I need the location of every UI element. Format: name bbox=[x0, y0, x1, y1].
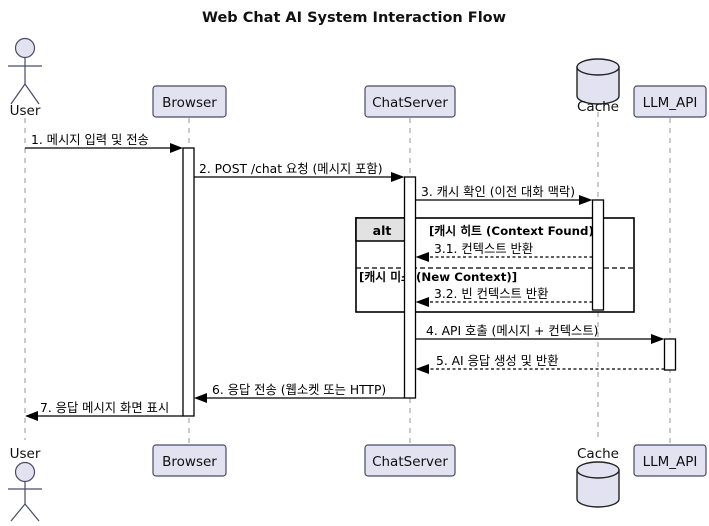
participant-label-llm-api-bottom: LLM_API bbox=[643, 454, 698, 470]
message-4-label: 4. API 호출 (메시지 + 컨텍스트) bbox=[426, 324, 598, 338]
participant-box-browser-bottom bbox=[152, 444, 227, 477]
participant-head-cache[interactable]: Cache bbox=[576, 58, 620, 115]
message-6: 6. 응답 전송 (웹소켓 또는 HTTP) bbox=[194, 382, 405, 403]
message-4: 4. API 호출 (메시지 + 컨텍스트) bbox=[415, 324, 665, 344]
message-4-arrowhead bbox=[651, 334, 665, 344]
message-3-2-label: 3.2. 빈 컨텍스트 반환 bbox=[434, 287, 548, 301]
database-body-icon bbox=[576, 66, 620, 105]
participant-head-chatserver[interactable]: ChatServer bbox=[364, 85, 456, 118]
message-3-label: 3. 캐시 확인 (이전 대화 맥락) bbox=[421, 185, 575, 199]
actor-leg-left-icon-bottom bbox=[10, 503, 26, 522]
message-3-1-arrowhead bbox=[415, 252, 429, 262]
participant-head-browser[interactable]: Browser bbox=[152, 85, 227, 118]
message-2-label: 2. POST /chat 요청 (메시지 포함) bbox=[199, 162, 383, 176]
participant-box-browser bbox=[152, 85, 227, 118]
participant-label-cache: Cache bbox=[577, 99, 619, 115]
message-3-2-arrowhead bbox=[415, 297, 429, 307]
alt-frame-outline bbox=[355, 217, 635, 313]
message-2-arrowhead bbox=[391, 172, 405, 182]
participant-label-cache-bottom: Cache bbox=[577, 446, 619, 462]
participant-label-llm-api: LLM_API bbox=[643, 95, 698, 111]
message-5-arrowhead bbox=[415, 364, 429, 374]
message-6-label: 6. 응답 전송 (웹소켓 또는 HTTP) bbox=[212, 382, 386, 397]
actor-head-icon-bottom bbox=[14, 461, 36, 483]
alt-guard-if-label: [캐시 히트 (Context Found)] bbox=[429, 224, 599, 238]
activation-chatserver bbox=[403, 176, 417, 399]
participant-foot-chatserver[interactable]: ChatServer bbox=[364, 444, 456, 477]
participant-label-user: User bbox=[10, 103, 41, 119]
message-3-1: 3.1. 컨텍스트 반환 bbox=[415, 242, 593, 262]
participant-label-chatserver-bottom: ChatServer bbox=[372, 454, 448, 470]
activation-cache bbox=[591, 199, 605, 311]
participant-box-llm-api bbox=[633, 85, 707, 118]
message-3-1-label: 3.1. 컨텍스트 반환 bbox=[434, 242, 533, 256]
actor-leg-right-icon bbox=[24, 83, 40, 105]
participant-label-browser-bottom: Browser bbox=[162, 454, 217, 470]
participant-box-llm-api-bottom bbox=[633, 444, 707, 477]
message-7: 7. 응답 메시지 화면 표시 bbox=[25, 401, 183, 421]
participant-foot-cache[interactable]: Cache bbox=[576, 446, 620, 508]
participant-label-browser: Browser bbox=[162, 95, 217, 111]
participant-foot-llm-api[interactable]: LLM_API bbox=[633, 444, 707, 477]
actor-leg-left-icon bbox=[10, 83, 26, 105]
database-top-icon-bottom bbox=[576, 461, 620, 479]
message-3-2: 3.2. 빈 컨텍스트 반환 bbox=[415, 287, 593, 307]
participant-foot-user[interactable]: User bbox=[8, 446, 42, 522]
database-top-icon bbox=[576, 58, 620, 76]
alt-operator-label: alt bbox=[373, 223, 392, 238]
participant-label-user-bottom: User bbox=[10, 446, 41, 462]
message-3-arrowhead bbox=[579, 195, 593, 205]
message-1-arrowhead bbox=[170, 143, 183, 153]
message-7-arrowhead bbox=[25, 411, 38, 421]
message-5: 5. AI 응답 생성 및 반환 bbox=[415, 354, 665, 374]
message-6-arrowhead bbox=[194, 393, 207, 403]
message-5-label: 5. AI 응답 생성 및 반환 bbox=[436, 354, 559, 368]
message-1-label: 1. 메시지 입력 및 전송 bbox=[31, 133, 149, 147]
participant-box-chatserver-bottom bbox=[364, 444, 456, 477]
actor-head-icon bbox=[14, 37, 36, 59]
actor-leg-right-icon-bottom bbox=[24, 503, 40, 522]
participant-box-chatserver bbox=[364, 85, 456, 118]
alt-guard-else-label: [캐시 미스 (New Context)] bbox=[359, 270, 517, 284]
database-body-icon-bottom bbox=[576, 469, 620, 508]
participant-head-user[interactable]: User bbox=[8, 37, 42, 120]
activation-browser bbox=[182, 147, 195, 417]
activation-llm-api bbox=[663, 338, 677, 371]
message-1: 1. 메시지 입력 및 전송 bbox=[25, 133, 183, 153]
message-7-label: 7. 응답 메시지 화면 표시 bbox=[40, 401, 169, 415]
alt-fragment: alt [캐시 히트 (Context Found)] [캐시 미스 (New … bbox=[355, 217, 635, 313]
participant-head-llm-api[interactable]: LLM_API bbox=[633, 85, 707, 118]
message-2: 2. POST /chat 요청 (메시지 포함) bbox=[194, 162, 405, 182]
participant-foot-browser[interactable]: Browser bbox=[152, 444, 227, 477]
page-title: Web Chat AI System Interaction Flow bbox=[202, 10, 506, 26]
message-3: 3. 캐시 확인 (이전 대화 맥락) bbox=[415, 185, 593, 205]
participant-label-chatserver: ChatServer bbox=[372, 95, 448, 111]
